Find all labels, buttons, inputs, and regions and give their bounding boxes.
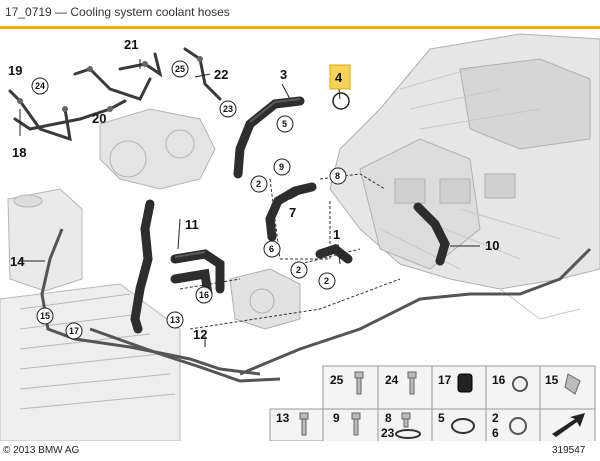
callout-9: 9 <box>279 162 284 172</box>
diagram-id: 319547 <box>552 445 586 456</box>
callout-21: 21 <box>124 37 138 52</box>
callout-13: 13 <box>170 315 180 325</box>
bolt-icon <box>354 371 364 395</box>
callout-8: 8 <box>335 171 340 181</box>
turbo-manifold <box>99 108 216 190</box>
rubber-hoses <box>130 96 450 334</box>
callout-24: 24 <box>35 81 45 91</box>
o-ring-icon <box>332 92 350 110</box>
callout-25: 25 <box>175 64 185 74</box>
arrow-icon <box>552 413 585 437</box>
callout-11: 11 <box>185 217 199 232</box>
bolt-icon <box>299 412 309 436</box>
legend-part-24: 24 <box>385 373 399 387</box>
legend-part-9: 9 <box>333 411 340 425</box>
legend-part-2: 2 <box>492 411 499 425</box>
callout-16: 16 <box>199 290 209 300</box>
bolt-icon <box>351 412 361 436</box>
callout-10: 10 <box>485 238 499 253</box>
callout-6: 6 <box>269 244 274 254</box>
water-pump <box>229 268 301 330</box>
callout-4: 4 <box>335 70 343 85</box>
bolt-icon <box>407 371 417 395</box>
legend-part-8: 8 <box>385 411 392 425</box>
callout-17: 17 <box>69 326 79 336</box>
callout-23: 23 <box>223 104 233 114</box>
copyright-notice: © 2013 BMW AG <box>3 445 80 456</box>
hose-clamp-icon <box>512 376 528 392</box>
parts-diagram: 1 3 4 7 10 11 12 14 18 19 20 21 22 5 2 9… <box>0 33 600 441</box>
callout-12: 12 <box>193 327 207 342</box>
o-ring-icon <box>395 429 421 439</box>
callout-14: 14 <box>10 254 25 269</box>
callout-19: 19 <box>8 63 22 78</box>
callout-1: 1 <box>333 227 340 242</box>
hose-clamp-icon <box>509 417 527 435</box>
clip-icon <box>564 373 581 395</box>
callout-5: 5 <box>282 119 287 129</box>
legend-part-17: 17 <box>438 373 452 387</box>
callout-3: 3 <box>280 67 287 82</box>
callout-18: 18 <box>12 145 26 160</box>
highlight-box-part-4 <box>329 64 351 90</box>
radiator <box>0 283 181 441</box>
callout-2-b: 2 <box>296 265 301 275</box>
rubber-grommet-icon <box>457 373 473 393</box>
circled-callouts <box>31 60 347 340</box>
callout-20: 20 <box>92 111 106 126</box>
legend-part-6: 6 <box>492 426 499 440</box>
legend-part-15: 15 <box>545 373 559 387</box>
callout-2-a: 2 <box>256 179 261 189</box>
o-ring-icon <box>451 418 475 434</box>
page-title: 17_0719 — Cooling system coolant hoses <box>5 5 230 19</box>
hose-highlights <box>174 98 301 258</box>
header: 17_0719 — Cooling system coolant hoses <box>0 0 600 26</box>
callout-7: 7 <box>289 205 296 220</box>
callout-22: 22 <box>214 67 228 82</box>
legend-part-25: 25 <box>330 373 344 387</box>
callout-2-c: 2 <box>324 276 329 286</box>
legend-part-16: 16 <box>492 373 506 387</box>
callout-15: 15 <box>40 311 50 321</box>
pipe-clips <box>17 56 203 112</box>
bolt-icon <box>401 412 411 428</box>
upper-left-pipes <box>8 47 222 142</box>
legend-part-23: 23 <box>381 426 395 440</box>
engine-block <box>329 33 600 290</box>
expansion-tank <box>7 188 83 292</box>
header-accent-rule <box>0 26 600 29</box>
legend-part-5: 5 <box>438 411 445 425</box>
legend-part-13: 13 <box>276 411 290 425</box>
